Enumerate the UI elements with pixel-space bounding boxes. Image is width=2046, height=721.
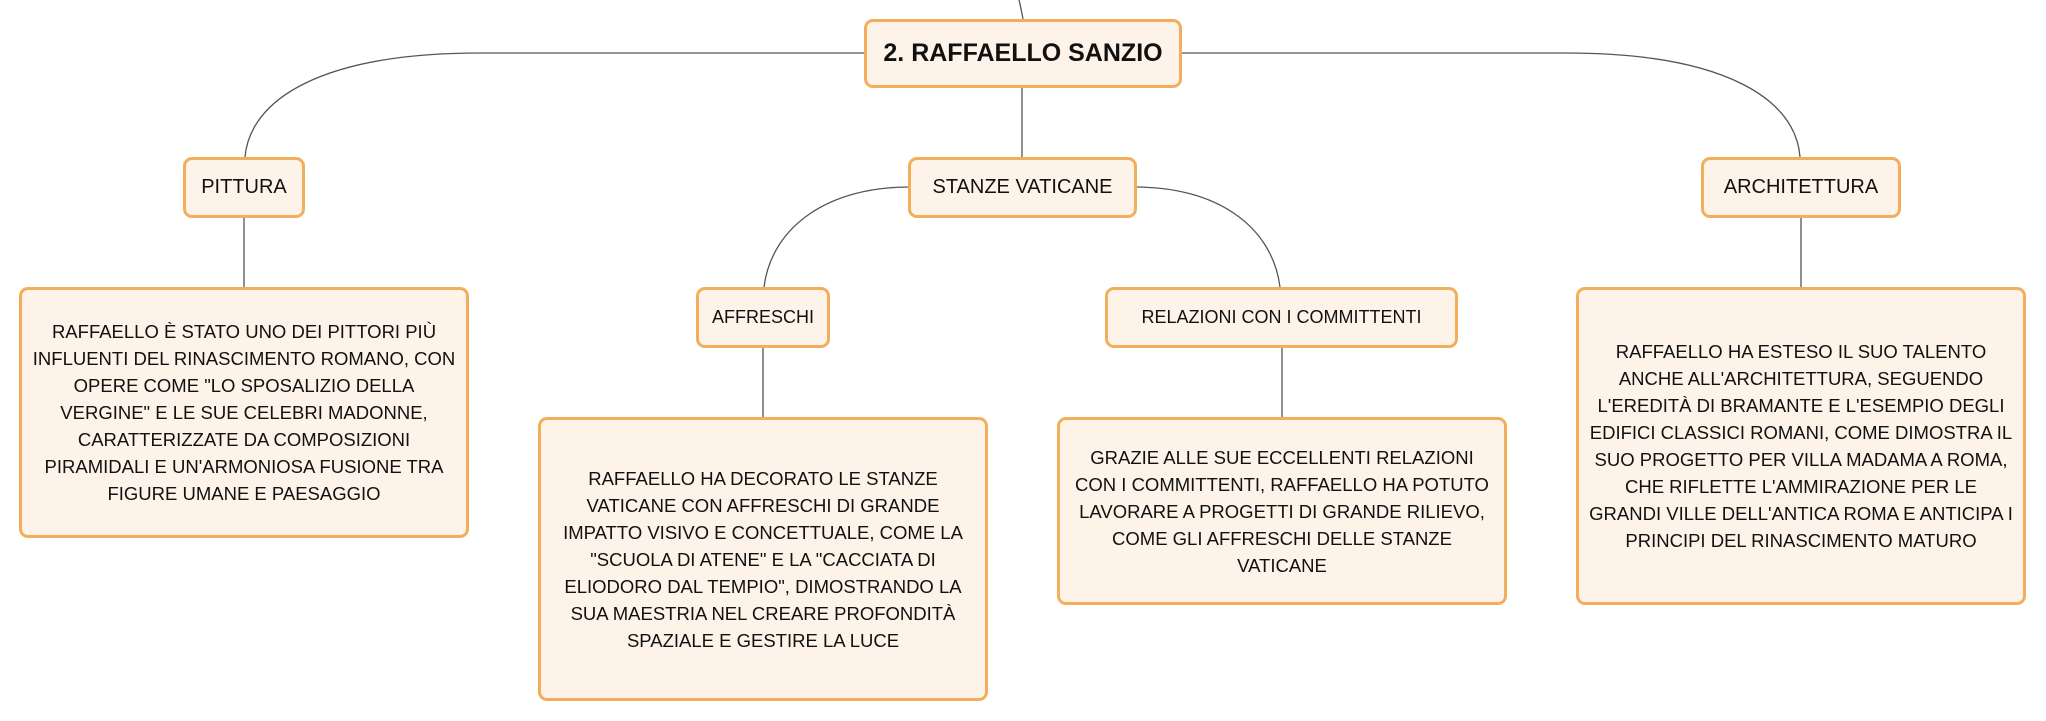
branch-stanze-vaticane[interactable]: STANZE VATICANE	[908, 157, 1137, 218]
description-relazioni[interactable]: GRAZIE ALLE SUE ECCELLENTI RELAZIONI CON…	[1057, 417, 1507, 605]
connector-root-pittura	[244, 52, 864, 158]
connector-parent-root	[1018, 0, 1024, 20]
branch-pittura[interactable]: PITTURA	[183, 157, 305, 218]
subbranch-affreschi[interactable]: AFFRESCHI	[696, 287, 830, 348]
description-affreschi[interactable]: RAFFAELLO HA DECORATO LE STANZE VATICANE…	[538, 417, 988, 701]
connector-root-architettura	[1182, 52, 1801, 158]
description-relazioni-text: GRAZIE ALLE SUE ECCELLENTI RELAZIONI CON…	[1075, 446, 1489, 576]
branch-architettura[interactable]: ARCHITETTURA	[1701, 157, 1901, 218]
subbranch-affreschi-label: AFFRESCHI	[711, 307, 814, 327]
branch-architettura-label: ARCHITETTURA	[1723, 176, 1879, 198]
description-pittura[interactable]: RAFFAELLO È STATO UNO DEI PITTORI PIÙ IN…	[19, 287, 469, 538]
subbranch-relazioni[interactable]: RELAZIONI CON I COMMITTENTI	[1105, 287, 1458, 348]
description-affreschi-text: RAFFAELLO HA DECORATO LE STANZE VATICANE…	[563, 467, 963, 651]
branch-pittura-label: PITTURA	[201, 176, 287, 198]
description-architettura-text: RAFFAELLO HA ESTESO IL SUO TALENTO ANCHE…	[1589, 341, 2013, 551]
root-node[interactable]: 2. RAFFAELLO SANZIO	[864, 19, 1182, 88]
root-label: 2. RAFFAELLO SANZIO	[883, 39, 1163, 67]
subbranch-relazioni-label: RELAZIONI CON I COMMITTENTI	[1141, 307, 1422, 327]
connector-stanze-relazioni	[1135, 186, 1281, 288]
description-pittura-text: RAFFAELLO È STATO UNO DEI PITTORI PIÙ IN…	[32, 321, 456, 504]
description-architettura[interactable]: RAFFAELLO HA ESTESO IL SUO TALENTO ANCHE…	[1576, 287, 2026, 605]
connector-stanze-affreschi	[763, 186, 910, 288]
branch-stanze-label: STANZE VATICANE	[932, 176, 1113, 198]
